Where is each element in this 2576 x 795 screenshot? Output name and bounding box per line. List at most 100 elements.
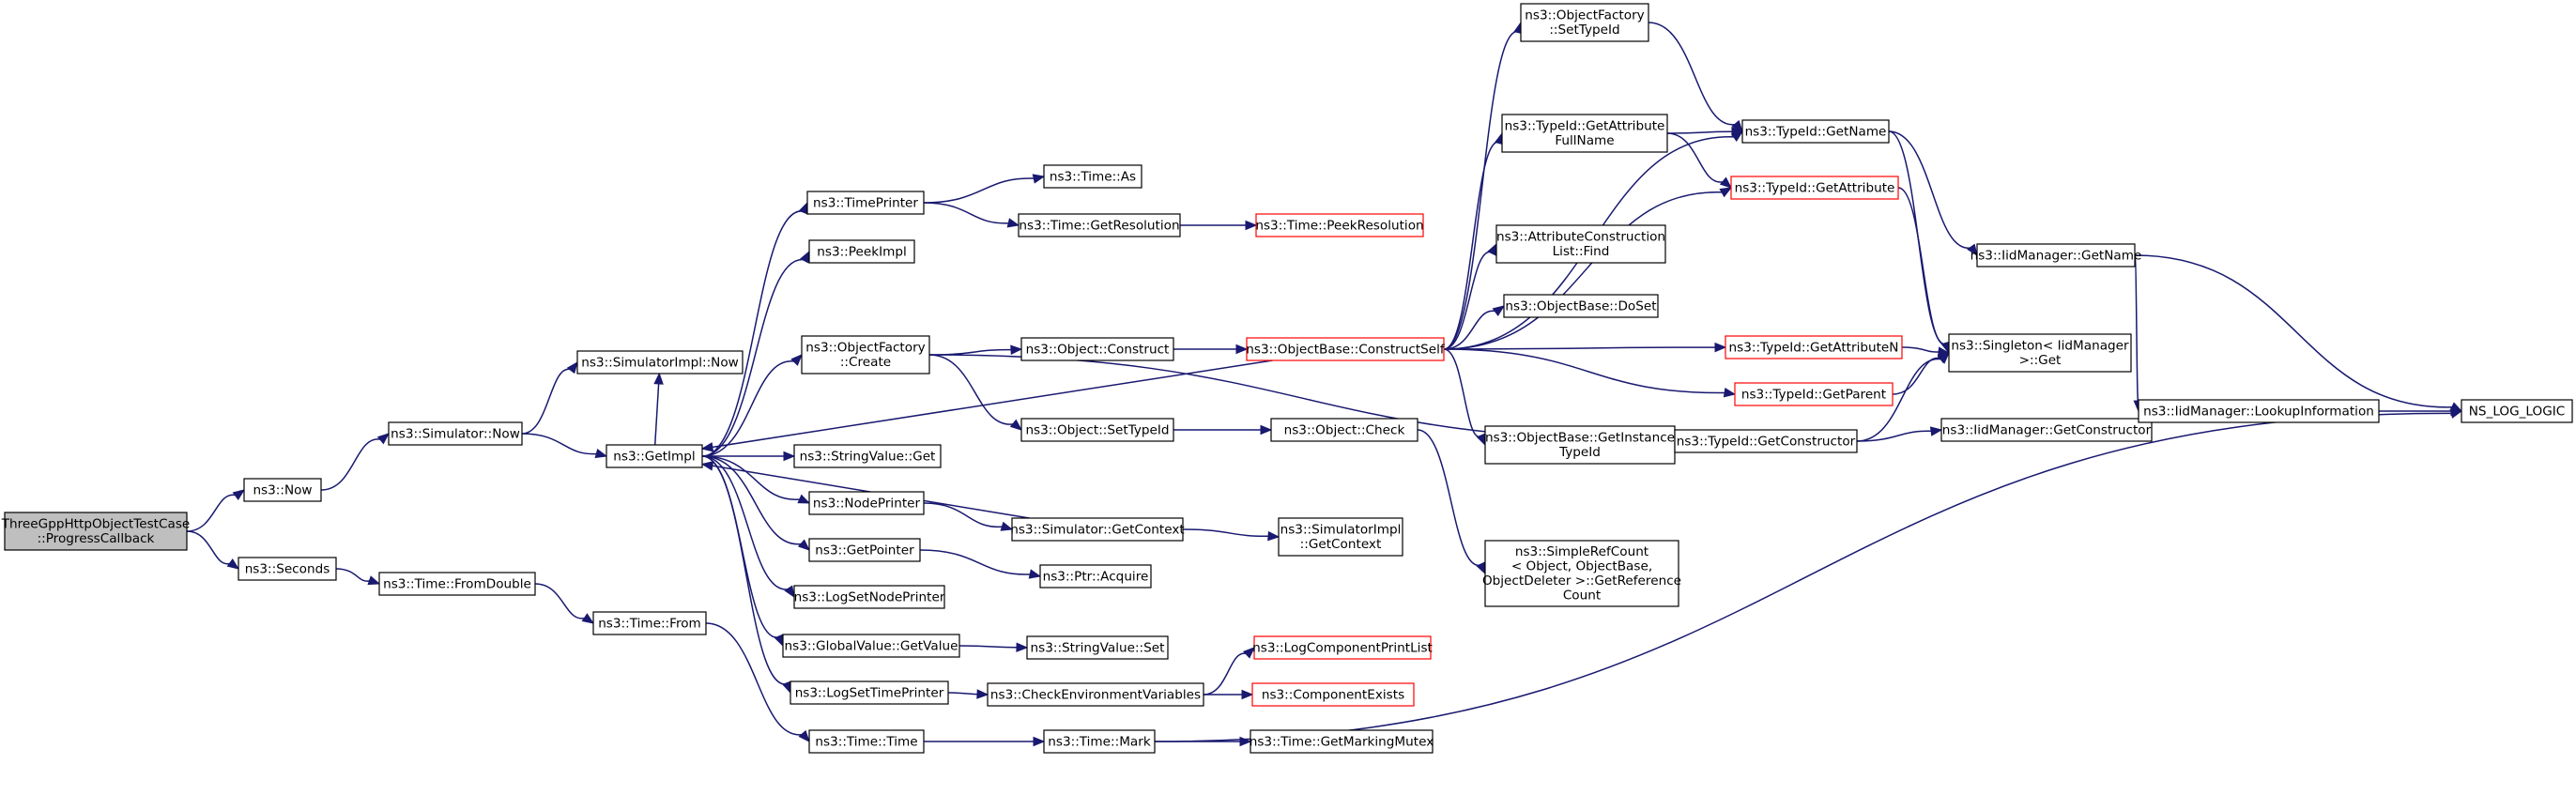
node-getimpl[interactable]: ns3::GetImpl: [606, 444, 703, 468]
node-singletonget[interactable]: ns3::Singleton< IidManager>::Get: [1948, 333, 2132, 373]
node-box-iidgetconstructor[interactable]: [1940, 418, 2153, 442]
node-seconds[interactable]: ns3::Seconds: [238, 557, 337, 581]
node-box-simplerefcount[interactable]: [1484, 540, 1679, 607]
node-box-timeprinter[interactable]: [806, 191, 925, 215]
node-box-logsetnodeprinter[interactable]: [793, 585, 945, 609]
node-now[interactable]: ns3::Now: [243, 478, 322, 502]
node-box-obgetinstancetypeid[interactable]: [1484, 425, 1676, 465]
node-ofsettypeid[interactable]: ns3::ObjectFactory::SetTypeId: [1520, 3, 1649, 42]
node-timegetres[interactable]: ns3::Time::GetResolution: [1018, 213, 1181, 237]
node-gvgetvalue[interactable]: ns3::GlobalValue::GetValue: [782, 634, 960, 658]
node-tidgetattribute[interactable]: ns3::TypeId::GetAttribute: [1730, 176, 1899, 200]
node-box-timefrom[interactable]: [592, 611, 707, 635]
node-box-attrconstrlistfind[interactable]: [1495, 224, 1666, 264]
node-box-peekimpl[interactable]: [808, 239, 915, 264]
node-timeprinter[interactable]: ns3::TimePrinter: [806, 191, 925, 215]
node-box-timeas[interactable]: [1043, 164, 1142, 189]
node-box-timegetres[interactable]: [1018, 213, 1181, 237]
node-box-timetime[interactable]: [808, 729, 925, 754]
node-nodeprinter[interactable]: ns3::NodePrinter: [808, 491, 925, 515]
node-obconstructself[interactable]: ns3::ObjectBase::ConstructSelf: [1246, 337, 1446, 361]
node-tidgetconstructor[interactable]: ns3::TypeId::GetConstructor: [1674, 429, 1858, 453]
node-box-timemark[interactable]: [1043, 729, 1156, 754]
node-timetime[interactable]: ns3::Time::Time: [808, 729, 925, 754]
node-logsettimeprinter[interactable]: ns3::LogSetTimePrinter: [790, 680, 949, 705]
node-box-nodeprinter[interactable]: [808, 491, 925, 515]
node-iidgetname[interactable]: ns3::IidManager::GetName: [1970, 243, 2142, 268]
node-box-simgetcontext[interactable]: [1011, 517, 1184, 542]
node-objcheck[interactable]: ns3::Object::Check: [1270, 418, 1418, 442]
node-stringvalueget[interactable]: ns3::StringValue::Get: [793, 444, 942, 468]
node-box-iidgetname[interactable]: [1976, 243, 2136, 268]
node-box-gvgetvalue[interactable]: [782, 634, 960, 658]
node-simimplgetcontext[interactable]: ns3::SimulatorImpl::GetContext: [1278, 517, 1403, 557]
node-box-objconstruct[interactable]: [1020, 337, 1174, 361]
node-box-singletonget[interactable]: [1948, 333, 2132, 373]
node-box-checkenv[interactable]: [987, 682, 1204, 707]
node-objsettypeid[interactable]: ns3::Object::SetTypeId: [1020, 418, 1174, 442]
node-box-objcheck[interactable]: [1270, 418, 1418, 442]
node-simimplnow[interactable]: ns3::SimulatorImpl::Now: [576, 350, 744, 375]
node-box-simimplgetcontext[interactable]: [1278, 517, 1403, 557]
node-simplerefcount[interactable]: ns3::SimpleRefCount< Object, ObjectBase,…: [1482, 540, 1681, 607]
node-objconstruct[interactable]: ns3::Object::Construct: [1020, 337, 1174, 361]
node-box-tidgetparent[interactable]: [1734, 382, 1894, 406]
node-timefrom[interactable]: ns3::Time::From: [592, 611, 707, 635]
node-box-timegetmarkingmutex[interactable]: [1250, 729, 1434, 754]
node-root[interactable]: ThreeGppHttpObjectTestCase::ProgressCall…: [1, 512, 191, 551]
node-box-now[interactable]: [243, 478, 322, 502]
node-timepeekres[interactable]: ns3::Time::PeekResolution: [1255, 213, 1424, 237]
node-ptracquire[interactable]: ns3::Ptr::Acquire: [1039, 564, 1152, 589]
node-logcompprintlist[interactable]: ns3::LogComponentPrintList: [1252, 635, 1433, 660]
node-box-seconds[interactable]: [238, 557, 337, 581]
node-box-nsloglogic[interactable]: [2461, 399, 2573, 423]
node-logsetnodeprinter[interactable]: ns3::LogSetNodePrinter: [793, 585, 945, 609]
node-box-timepeekres[interactable]: [1255, 213, 1424, 237]
node-simnow[interactable]: ns3::Simulator::Now: [388, 421, 523, 446]
node-componentexists[interactable]: ns3::ComponentExists: [1251, 682, 1415, 707]
node-box-root[interactable]: [4, 512, 188, 551]
node-box-getimpl[interactable]: [606, 444, 703, 468]
node-box-ptracquire[interactable]: [1039, 564, 1152, 589]
node-box-obconstructself[interactable]: [1246, 337, 1445, 361]
node-box-stringvalueget[interactable]: [793, 444, 942, 468]
node-box-objsettypeid[interactable]: [1020, 418, 1174, 442]
node-box-tidgetname[interactable]: [1741, 119, 1890, 144]
node-simgetcontext[interactable]: ns3::Simulator::GetContext: [1010, 517, 1185, 542]
node-iidlookupinfo[interactable]: ns3::IidManager::LookupInformation: [2138, 399, 2380, 423]
node-timemark[interactable]: ns3::Time::Mark: [1043, 729, 1156, 754]
node-peekimpl[interactable]: ns3::PeekImpl: [808, 239, 915, 264]
node-tidgetname[interactable]: ns3::TypeId::GetName: [1741, 119, 1890, 144]
node-box-obdoset[interactable]: [1503, 294, 1659, 318]
node-timegetmarkingmutex[interactable]: ns3::Time::GetMarkingMutex: [1250, 729, 1434, 754]
node-checkenv[interactable]: ns3::CheckEnvironmentVariables: [987, 682, 1204, 707]
node-timeas[interactable]: ns3::Time::As: [1043, 164, 1142, 189]
node-box-iidlookupinfo[interactable]: [2138, 399, 2380, 423]
node-box-ofcreate[interactable]: [801, 335, 930, 375]
node-box-getpointer[interactable]: [808, 538, 921, 562]
node-box-stringvalueset[interactable]: [1026, 635, 1169, 660]
node-getpointer[interactable]: ns3::GetPointer: [808, 538, 921, 562]
node-box-simimplnow[interactable]: [576, 350, 744, 375]
node-box-logsettimeprinter[interactable]: [790, 680, 949, 705]
node-tidgetattributen[interactable]: ns3::TypeId::GetAttributeN: [1725, 335, 1903, 359]
node-box-fromdouble[interactable]: [378, 572, 536, 596]
node-ofcreate[interactable]: ns3::ObjectFactory::Create: [801, 335, 930, 375]
node-iidgetconstructor[interactable]: ns3::IidManager::GetConstructor: [1940, 418, 2153, 442]
node-tidgetparent[interactable]: ns3::TypeId::GetParent: [1734, 382, 1894, 406]
node-box-tidgetattrfullname[interactable]: [1501, 114, 1668, 153]
node-fromdouble[interactable]: ns3::Time::FromDouble: [378, 572, 536, 596]
node-nsloglogic[interactable]: NS_LOG_LOGIC: [2461, 399, 2573, 423]
node-obdoset[interactable]: ns3::ObjectBase::DoSet: [1503, 294, 1659, 318]
node-box-componentexists[interactable]: [1251, 682, 1415, 707]
node-stringvalueset[interactable]: ns3::StringValue::Set: [1026, 635, 1169, 660]
node-box-simnow[interactable]: [388, 421, 523, 446]
node-box-ofsettypeid[interactable]: [1520, 3, 1649, 42]
node-box-tidgetattributen[interactable]: [1725, 335, 1903, 359]
node-box-logcompprintlist[interactable]: [1253, 635, 1432, 660]
node-box-tidgetattribute[interactable]: [1730, 176, 1899, 200]
node-box-tidgetconstructor[interactable]: [1674, 429, 1858, 453]
